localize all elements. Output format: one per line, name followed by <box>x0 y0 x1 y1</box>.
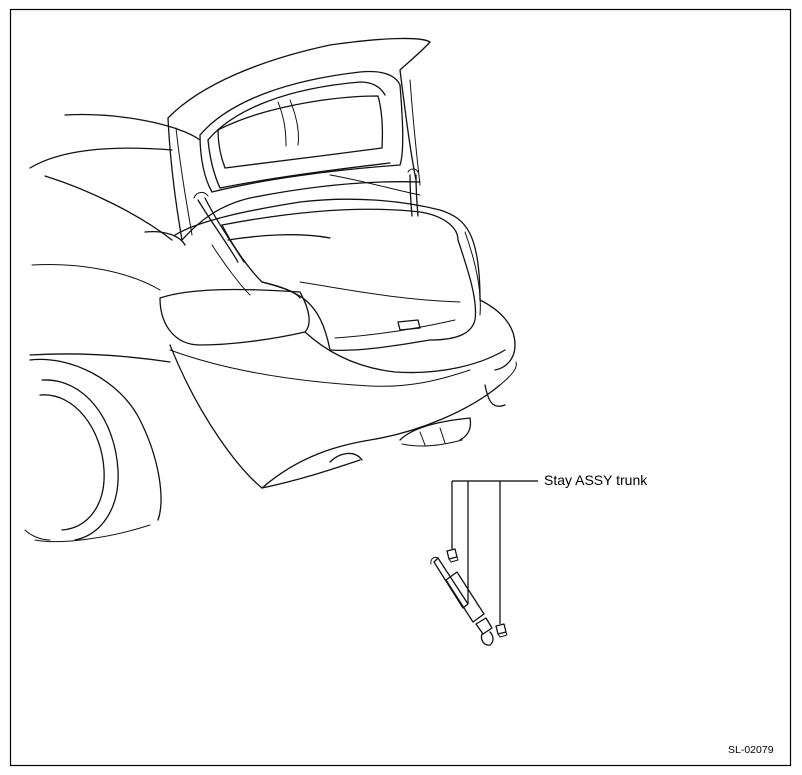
bushing-part-1 <box>446 548 459 563</box>
figure-id: SL-02079 <box>728 744 774 756</box>
figure-frame <box>9 8 792 767</box>
bushing-part-2 <box>495 623 508 638</box>
gas-strut-part <box>430 556 494 646</box>
callout-leader-lines <box>451 480 538 624</box>
stay-assy-trunk-label: Stay ASSY trunk <box>544 472 648 488</box>
stay-assy-parts <box>430 548 508 646</box>
car-rear-illustration <box>24 37 517 543</box>
